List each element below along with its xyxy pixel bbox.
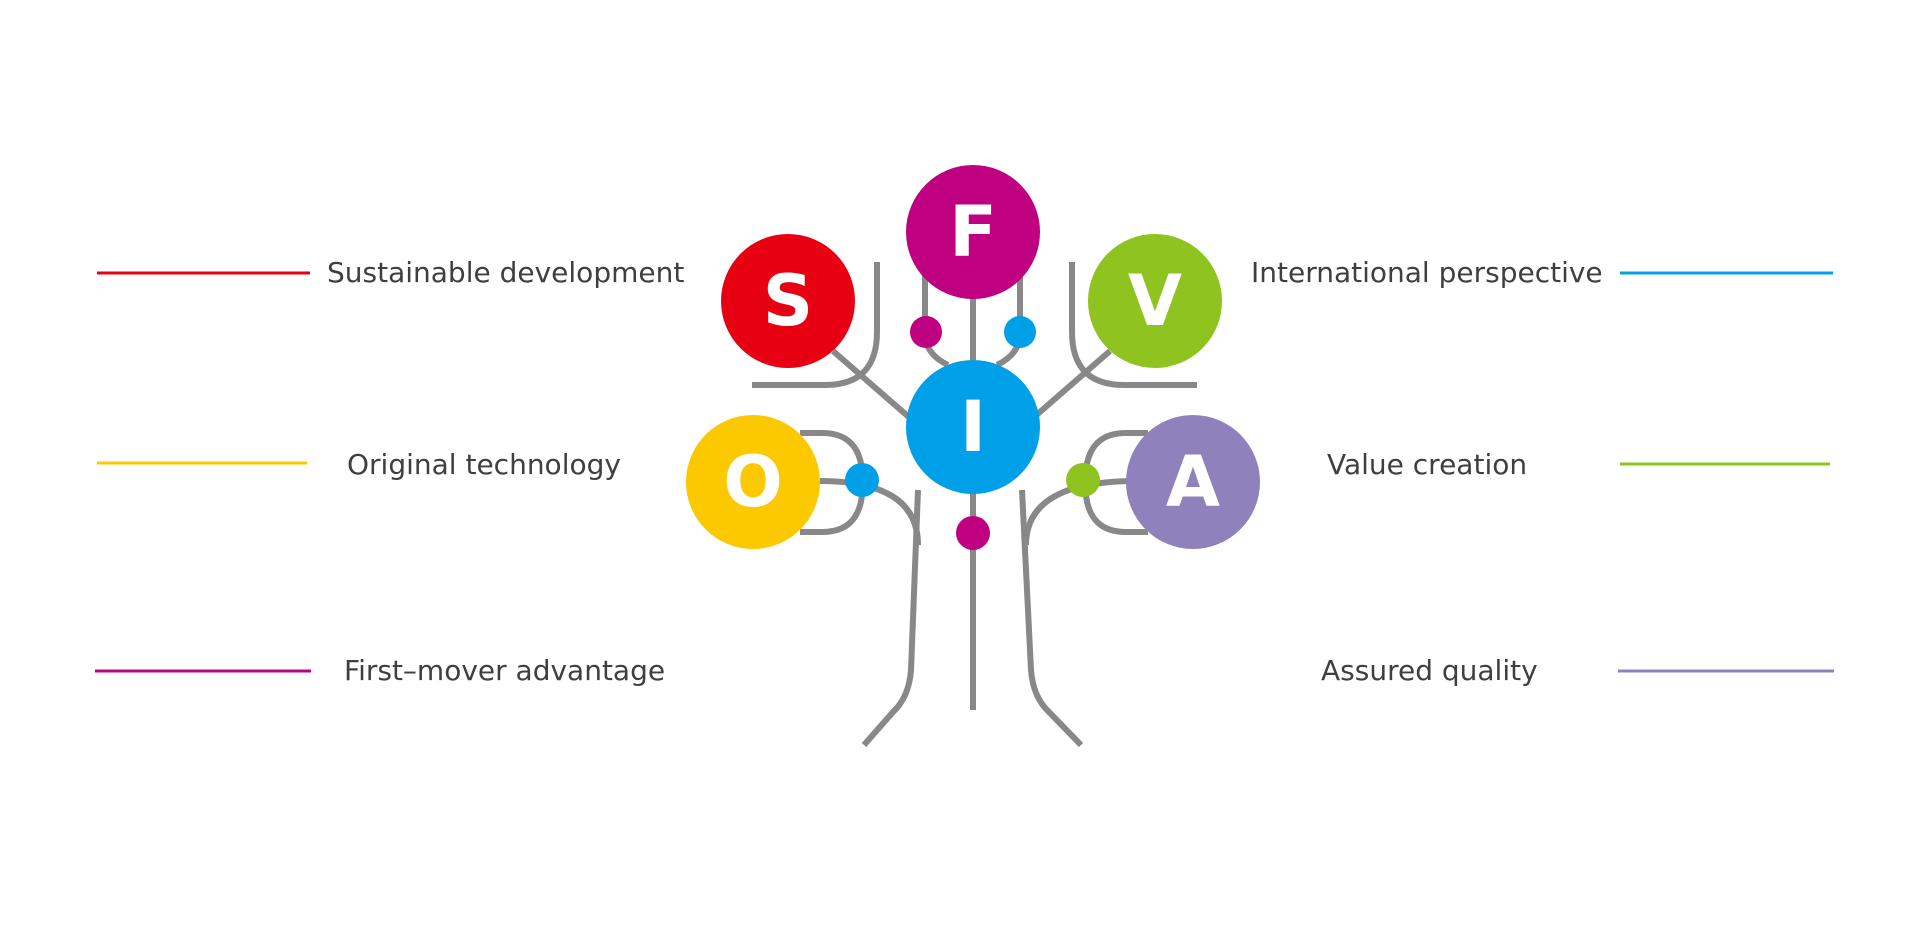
joint-dot-blue-upper [1004, 316, 1036, 348]
circle-f: F [906, 165, 1040, 299]
letter-o: O [723, 441, 783, 523]
circle-s: S [721, 234, 855, 368]
circle-v: V [1088, 234, 1222, 368]
joint-dot-magenta-upper [910, 316, 942, 348]
value-creation-label: Value creation [1327, 448, 1528, 481]
letter-i: I [960, 386, 986, 468]
letter-s: S [763, 260, 813, 342]
original-rule [97, 461, 307, 465]
left-trunk [861, 489, 921, 747]
circle-i: I [906, 360, 1040, 494]
sustainable-rule [97, 271, 310, 275]
letter-a: A [1166, 441, 1220, 523]
assured-quality-label: Assured quality [1321, 654, 1538, 687]
branch-s [752, 262, 880, 388]
right-trunk [1019, 489, 1084, 748]
joint-dot-blue-left [845, 463, 879, 497]
first-mover-label: First–mover advantage [344, 654, 666, 687]
joint-dot-magenta-lower [956, 516, 990, 550]
branch-s-diagonal [831, 348, 920, 428]
letter-v: V [1128, 260, 1182, 342]
branch-o-trunk [819, 478, 921, 546]
branch-a-trunk [1023, 478, 1137, 546]
circle-a: A [1126, 415, 1260, 549]
branch-v-diagonal [1023, 348, 1112, 428]
letter-f: F [949, 191, 997, 273]
tree-branches [752, 228, 1197, 748]
assured-quality-rule [1618, 669, 1834, 673]
value-creation-rule [1620, 462, 1830, 466]
international-label: International perspective [1251, 256, 1603, 289]
joint-dot-green-right [1066, 463, 1100, 497]
international-rule [1620, 271, 1833, 275]
original-label: Original technology [347, 448, 621, 481]
first-mover-rule [95, 669, 311, 673]
sustainable-label: Sustainable development [327, 256, 685, 289]
circle-o: O [686, 415, 820, 549]
